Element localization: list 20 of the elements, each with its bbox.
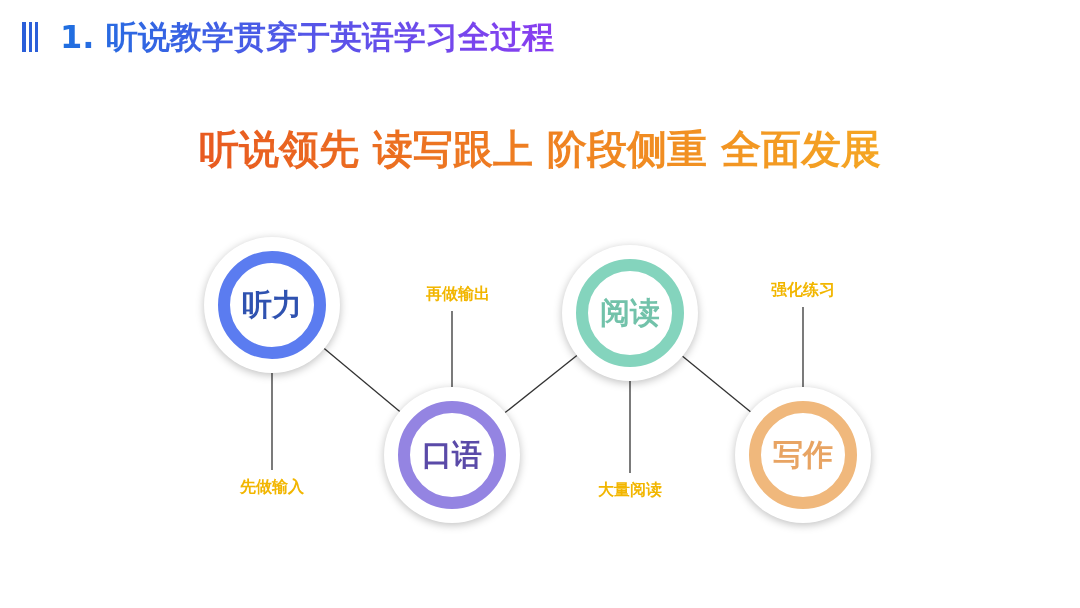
connector-line (681, 355, 752, 413)
node-label: 阅读 (599, 293, 661, 332)
leader-line (629, 380, 631, 474)
ring-node (562, 245, 698, 381)
connector-line (504, 354, 578, 414)
connector-line (323, 347, 401, 413)
ring-node (204, 237, 340, 373)
node-label: 写作 (772, 435, 834, 474)
caption-text: 强化练习 (761, 279, 845, 301)
ring-node (384, 387, 520, 523)
node-label: 听力 (241, 285, 303, 324)
caption-text: 先做输入 (230, 476, 314, 498)
caption-text: 再做输出 (416, 283, 500, 305)
node-label: 口语 (421, 435, 483, 474)
caption-text: 大量阅读 (588, 479, 672, 501)
leader-line (451, 310, 453, 388)
slogan-heading: 听说领先 读写跟上 阶段侧重 全面发展 (199, 126, 881, 172)
ring-node (735, 387, 871, 523)
leader-line (802, 306, 804, 388)
leader-line (271, 372, 273, 471)
